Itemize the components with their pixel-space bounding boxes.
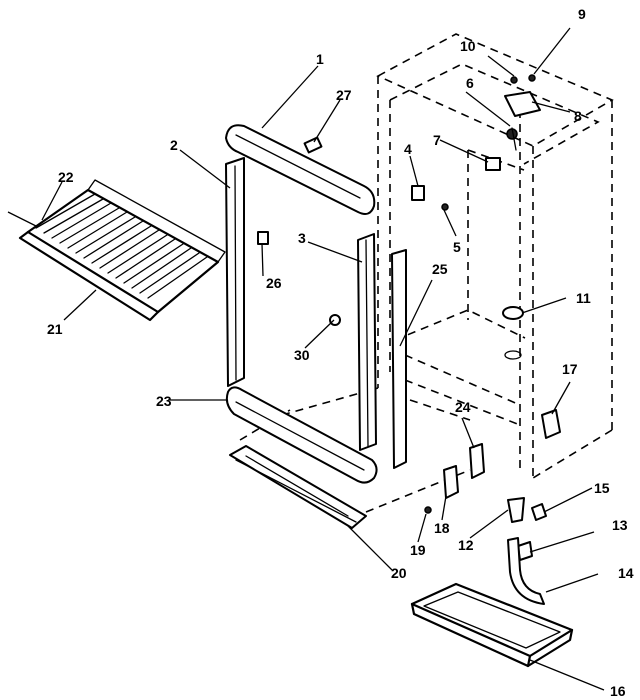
- callout-30: 30: [294, 347, 310, 363]
- callout-10: 10: [460, 38, 476, 54]
- drain-tube: [507, 537, 545, 605]
- callout-15: 15: [594, 480, 610, 496]
- part-10-screw: [510, 76, 518, 84]
- callout-17: 17: [562, 361, 578, 377]
- part-8-thermostat-bracket: [504, 91, 541, 117]
- callout-3: 3: [298, 230, 306, 246]
- callout-21: 21: [47, 321, 63, 337]
- callout-8: 8: [574, 108, 582, 124]
- gasket-top: [225, 124, 376, 215]
- callout-24: 24: [455, 399, 471, 415]
- callout-5: 5: [453, 239, 461, 255]
- callout-6: 6: [466, 75, 474, 91]
- leader-lines: [7, 27, 605, 691]
- part-17-hinge: [541, 409, 561, 439]
- callout-26: 26: [266, 275, 282, 291]
- shelf-wires: [35, 193, 208, 299]
- drain-pan: [410, 582, 574, 668]
- part-5-screw: [441, 203, 449, 211]
- callout-12: 12: [458, 537, 474, 553]
- part-15-clamp: [531, 503, 547, 521]
- callout-19: 19: [410, 542, 426, 558]
- part-7-bracket: [485, 157, 501, 171]
- part-9-screw: [528, 74, 536, 82]
- drain-hole: [504, 350, 522, 360]
- part-12-drain-fitting: [507, 497, 525, 523]
- callout-13: 13: [612, 517, 628, 533]
- callout-20: 20: [391, 565, 407, 581]
- callout-23: 23: [156, 393, 172, 409]
- part-19-screw: [424, 506, 432, 514]
- callout-2: 2: [170, 137, 178, 153]
- part-26-bracket: [257, 231, 269, 245]
- part-27-clip: [303, 136, 323, 154]
- callout-25: 25: [432, 261, 448, 277]
- part-24-hinge: [469, 443, 485, 479]
- part-18-hinge: [443, 465, 459, 499]
- callout-11: 11: [576, 290, 591, 306]
- gasket-bottom: [225, 386, 378, 484]
- callout-14: 14: [618, 565, 634, 581]
- wire-shelf: [18, 179, 226, 322]
- callout-16: 16: [610, 683, 626, 699]
- callout-27: 27: [336, 87, 352, 103]
- part-11-grommet: [502, 306, 524, 320]
- callout-labels: 1 2 3 4 5 6 7 8 9 10 11 12 13 14 15 16 1…: [47, 6, 634, 699]
- part-30-bumper: [329, 314, 341, 326]
- callout-1: 1: [316, 51, 324, 67]
- callout-4: 4: [404, 141, 412, 157]
- callout-7: 7: [433, 132, 441, 148]
- callout-18: 18: [434, 520, 450, 536]
- breaker-strip: [391, 249, 407, 469]
- callout-9: 9: [578, 6, 586, 22]
- part-4-bracket: [411, 185, 425, 201]
- callout-22: 22: [58, 169, 74, 185]
